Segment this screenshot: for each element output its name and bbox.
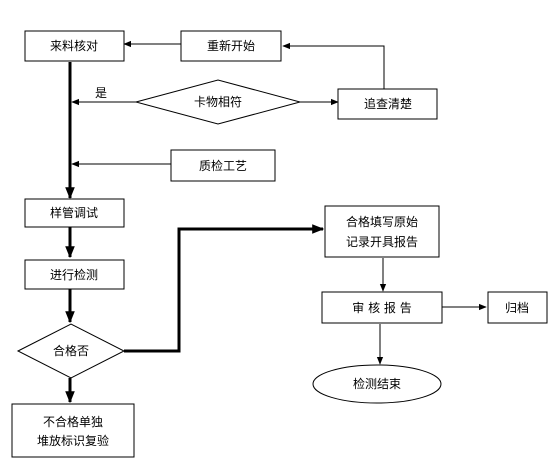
node-sample-debug-label: 样管调试 bbox=[50, 205, 98, 220]
node-test-end-label: 检测结束 bbox=[353, 376, 401, 391]
node-incoming-check: 来料核对 bbox=[24, 30, 125, 62]
node-sample-debug: 样管调试 bbox=[24, 198, 125, 228]
node-reject-label-line2: 堆放标识复验 bbox=[37, 433, 109, 448]
node-perform-test: 进行检测 bbox=[24, 259, 125, 290]
node-reject: 不合格单独 堆放标识复验 bbox=[11, 403, 135, 458]
node-review-report: 审 核 报 告 bbox=[321, 291, 443, 324]
edge-qualified-to-record bbox=[124, 224, 325, 353]
node-card-match: 卡物相符 bbox=[134, 79, 302, 125]
node-test-end: 检测结束 bbox=[312, 364, 442, 404]
node-review-report-label: 审 核 报 告 bbox=[352, 300, 411, 315]
node-qc-process-label: 质检工艺 bbox=[199, 158, 247, 173]
node-qualified-label: 合格否 bbox=[53, 343, 89, 358]
node-qualified: 合格否 bbox=[16, 323, 126, 379]
node-fill-record: 合格填写原始 记录开具报告 bbox=[324, 205, 440, 258]
node-fill-record-label-line1: 合格填写原始 bbox=[346, 214, 418, 229]
node-restart: 重新开始 bbox=[180, 30, 282, 62]
node-incoming-check-label: 来料核对 bbox=[50, 39, 98, 53]
node-investigate: 追查清楚 bbox=[337, 88, 438, 120]
node-archive: 归档 bbox=[487, 291, 548, 324]
node-archive-label: 归档 bbox=[505, 301, 529, 315]
node-investigate-label: 追查清楚 bbox=[364, 96, 412, 111]
node-qc-process: 质检工艺 bbox=[170, 149, 276, 182]
edge-investigate-to-restart bbox=[282, 42, 385, 89]
edge-label-yes: 是 bbox=[95, 86, 107, 100]
node-reject-label-line1: 不合格单独 bbox=[43, 414, 103, 429]
node-restart-label: 重新开始 bbox=[207, 38, 255, 53]
node-fill-record-label-line2: 记录开具报告 bbox=[346, 234, 418, 249]
node-card-match-label: 卡物相符 bbox=[194, 94, 242, 109]
node-perform-test-label: 进行检测 bbox=[50, 267, 98, 282]
